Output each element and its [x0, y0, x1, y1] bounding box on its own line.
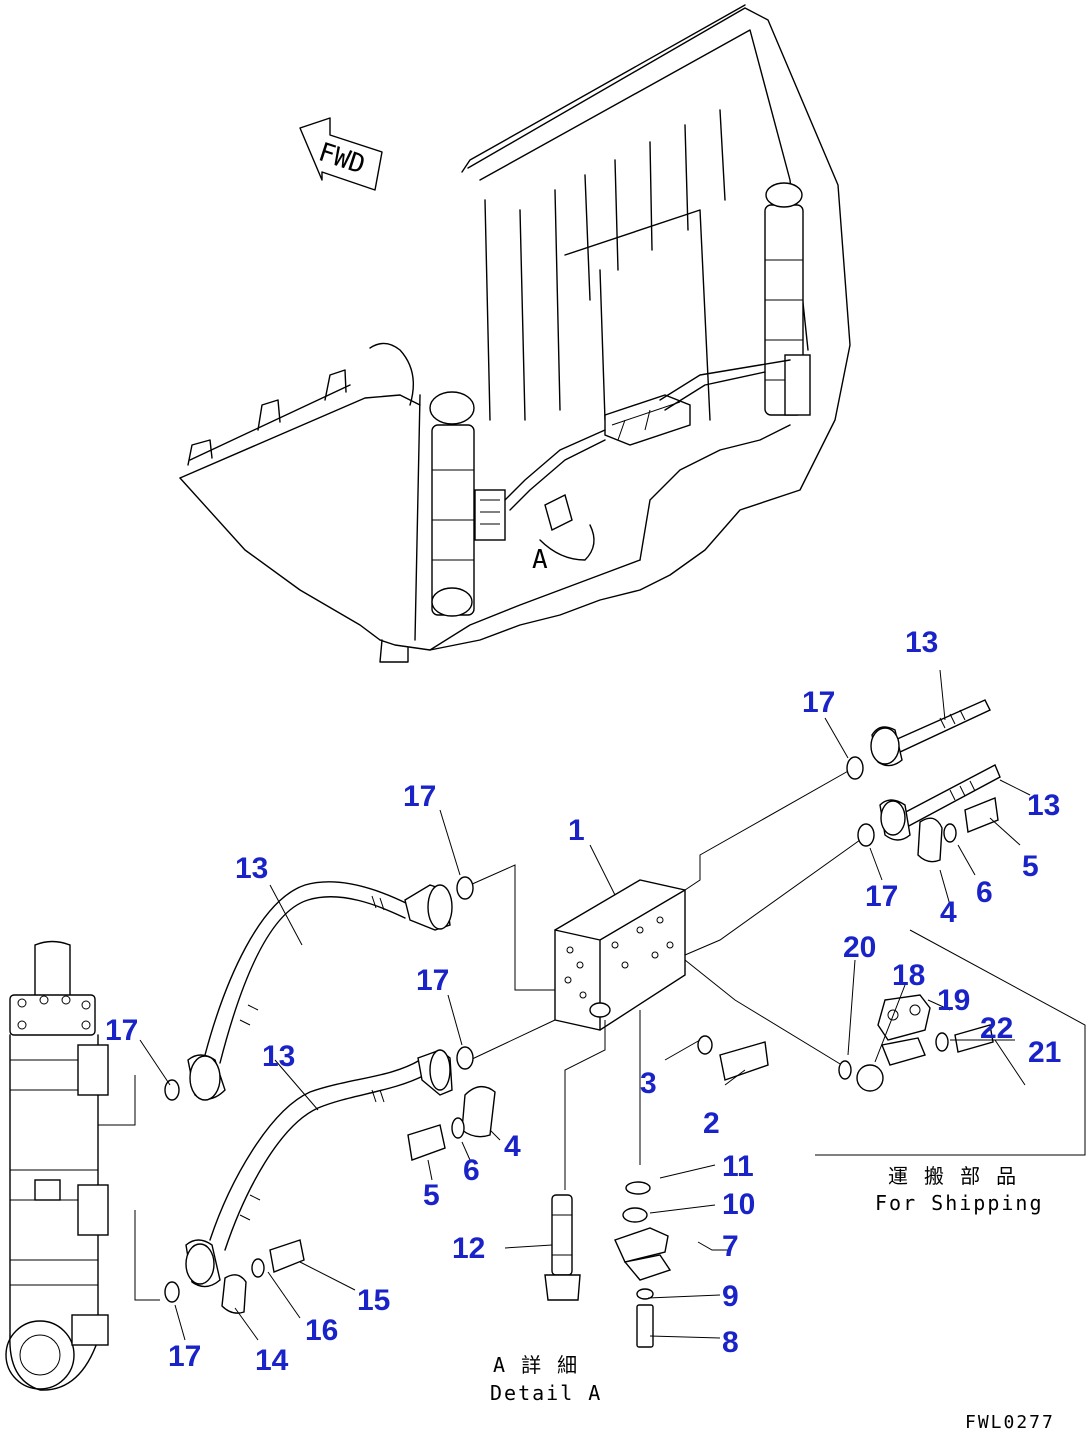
callout-10: 10 [722, 1188, 755, 1221]
callout-4-left: 4 [504, 1130, 521, 1163]
figure-code: FWL0277 [965, 1412, 1055, 1433]
left-tilt-cylinder [429, 391, 506, 617]
callout-3: 3 [640, 1067, 657, 1100]
hose-upper-left [187, 881, 453, 1101]
callout-14: 14 [255, 1344, 289, 1377]
callout-13-mid-right: 13 [1027, 789, 1060, 822]
detail-a-marker: A [532, 545, 548, 575]
callout-22: 22 [980, 1012, 1013, 1045]
fwd-label: FWD [315, 137, 369, 180]
annotations: 運 搬 部 品 For Shipping A 詳 細 Detail A FWL0… [490, 1164, 1055, 1433]
callout-21: 21 [1028, 1036, 1061, 1069]
shipping-parts [838, 994, 994, 1092]
callout-1: 1 [568, 814, 585, 847]
bolt-2-washer-3 [697, 1035, 769, 1081]
callout-18: 18 [892, 959, 925, 992]
callout-17-right-upper: 17 [802, 686, 835, 719]
callout-17-left-lower: 17 [168, 1340, 201, 1373]
callout-9: 9 [722, 1280, 739, 1313]
callout-6-left: 6 [463, 1154, 480, 1187]
callout-8: 8 [722, 1326, 739, 1359]
shipping-label-en: For Shipping [875, 1191, 1044, 1215]
callout-20: 20 [843, 931, 876, 964]
detail-label-en: Detail A [490, 1381, 602, 1405]
callout-16: 16 [305, 1314, 338, 1347]
shipping-label-jp: 運 搬 部 品 [888, 1164, 1018, 1188]
hose-lower-right [879, 764, 1001, 841]
hose-lower-left [185, 1049, 453, 1288]
right-tilt-cylinder [764, 182, 811, 416]
callout-5-right: 5 [1022, 850, 1039, 883]
callout-17-right-lower: 17 [865, 880, 898, 913]
flanges-and-bolts [221, 797, 999, 1314]
hose-upper-right [870, 699, 991, 767]
fwd-arrow: FWD [299, 117, 383, 191]
o-rings [164, 756, 875, 1303]
callout-13-lower-left: 13 [262, 1040, 295, 1073]
callout-2: 2 [703, 1107, 720, 1140]
callout-12: 12 [452, 1232, 485, 1265]
leader-lines [139, 669, 1031, 1341]
detail-label-jp: A 詳 細 [493, 1353, 579, 1377]
callout-4-right: 4 [940, 896, 957, 929]
callout-labels: 1 2 3 4 4 5 5 6 6 7 8 9 10 11 12 13 13 1… [105, 626, 1061, 1377]
valve-block [554, 879, 686, 1031]
callout-17-upper-mid: 17 [403, 780, 436, 813]
bucket-valve-block: A [504, 359, 791, 575]
connection-lines [98, 769, 1086, 1301]
callout-5-left: 5 [423, 1179, 440, 1212]
callout-13-top-right: 13 [905, 626, 938, 659]
bucket-assembly [179, 4, 851, 663]
callout-13-upper-left: 13 [235, 852, 268, 885]
callout-6-right: 6 [976, 876, 993, 909]
callout-19: 19 [937, 984, 970, 1017]
detail-a-parts [544, 1181, 730, 1348]
callout-11: 11 [722, 1150, 754, 1183]
callout-7: 7 [722, 1230, 739, 1263]
callout-17-left-upper: 17 [105, 1014, 138, 1047]
cylinder-assembly [5, 940, 109, 1391]
callout-15: 15 [357, 1284, 390, 1317]
callout-17-lower-mid: 17 [416, 964, 449, 997]
